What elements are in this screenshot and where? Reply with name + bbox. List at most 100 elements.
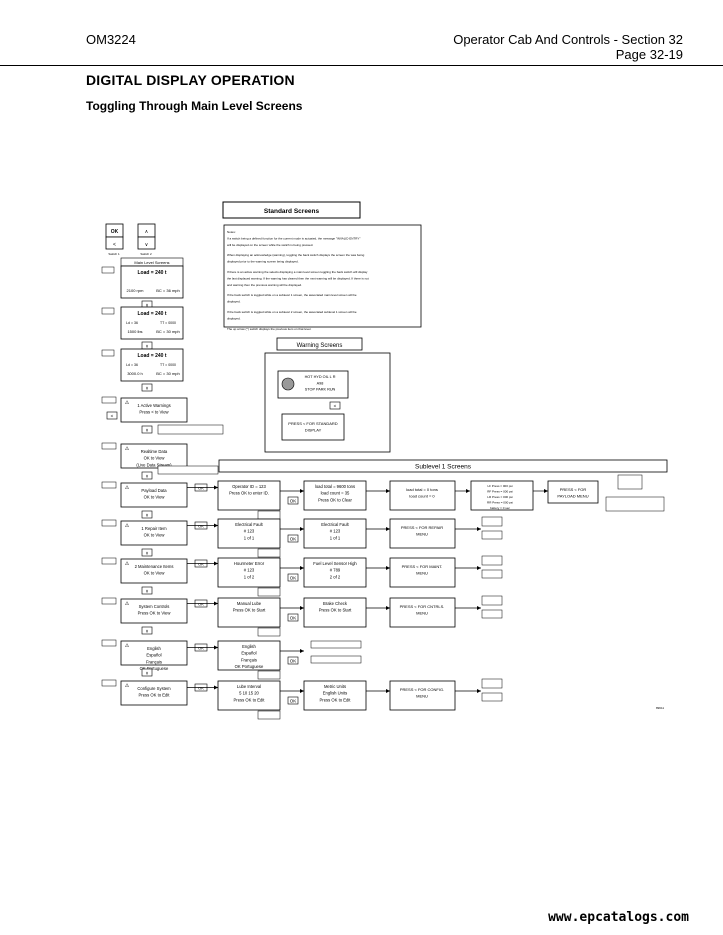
left-key-label: < [113, 242, 116, 248]
sub-a-ok-key-1-label: OK [290, 537, 297, 542]
main-warning-icon-0: ⚠ [125, 400, 130, 406]
main-screen-3 [120, 520, 188, 546]
warning-back-key-label: < [334, 404, 337, 409]
sub-a-screen-3-text-line-0: Manual Lube [237, 601, 262, 606]
main-screen-6-text-line-3: OK Portuguese [140, 666, 169, 671]
main-screen-1-text-line-2: (Live Data Stream) [136, 462, 172, 467]
main-down-key-3 [141, 548, 153, 557]
main-screen-6-text-line-0: English [147, 646, 161, 651]
sub-b-arrow-1-head [386, 527, 390, 531]
load-screen-1-tt: TT = 0000 [160, 321, 176, 325]
main-warning-icon-1: ⚠ [125, 446, 130, 452]
sublevel-label: Sublevel 1 Screens [415, 464, 472, 471]
sub-b-screen-3-text-line-1: Press OK to Start [319, 608, 352, 613]
main-to-sub-arrow-1-head [214, 523, 218, 528]
sub-b-arrow-0-head [386, 489, 390, 493]
main-down-key-2-label: ∨ [145, 513, 149, 518]
sub-b-screen-0 [303, 480, 367, 511]
sub-c-note-3 [481, 595, 503, 606]
load-screen-2-line1: Load = 240 t [137, 353, 166, 359]
sub-a-arrow-3-head [300, 606, 304, 610]
up-key-label: ∧ [145, 229, 149, 235]
sub-c-screen-2 [389, 557, 456, 588]
sub-c-note-b-1 [481, 530, 503, 540]
sub-a-arrow-0-head [300, 489, 304, 493]
main-screen-6-text-line-1: Español [146, 653, 161, 658]
note-line-11: displayed. [227, 316, 241, 320]
main-screen-0 [120, 397, 188, 423]
sub-a-ok-key-5-label: OK [290, 699, 297, 704]
sub-a-screen-2-text-line-2: 1 of 2 [244, 574, 255, 579]
warning-back-key [329, 401, 341, 410]
press-standard-box [281, 413, 345, 441]
figure-code: 89611 [656, 706, 664, 710]
load-screen-1 [120, 306, 184, 340]
sub-c-screen-2-text-line-0: PRESS < FOR MAINT. [402, 564, 443, 569]
sub-a-ok-key-4 [287, 656, 299, 665]
main-to-sub-arrow-2-head [214, 561, 218, 566]
sub-a-screen-3-text-line-1: Press OK to Start [233, 608, 266, 613]
warning-screens-label: Warning Screens [297, 343, 343, 349]
note-line-8: If the back switch is toggled while on a… [227, 293, 357, 297]
page-number: Page 32-19 [615, 47, 683, 62]
tire-line-line-3: RR Press = 000 psi [487, 501, 513, 505]
main-screen-0-text-line-0: 1 Active Warnings [137, 403, 170, 408]
sub-a-screen-1-text-line-2: 1 of 1 [244, 535, 255, 540]
main-ok-key-0-label: OK [198, 486, 204, 491]
main-ok-key-1-label: OK [198, 524, 204, 529]
main-to-sub-arrow-5-head [214, 685, 218, 690]
load-screen-1-value: 1500 lbs [127, 329, 142, 334]
sub-c-screen-3-text-line-1: MENU [416, 611, 428, 616]
language-note-1 [310, 640, 362, 649]
main-down-key-5-label: ∨ [145, 629, 149, 634]
sub-a-note-5 [257, 710, 281, 720]
load-screen-0-speed: BC = 36 mph [156, 288, 179, 293]
sub-b-screen-0-text-line-2: Press OK to Clear [318, 497, 352, 502]
warning-lamp-icon [281, 377, 295, 391]
sub-c-screen-0-text-line-1: load count = 0 [409, 494, 435, 499]
sub-a-ok-key-3-label: OK [290, 616, 297, 621]
main-screen-1 [120, 443, 188, 469]
payload-arrow-1-head [466, 489, 470, 493]
main-switch-tag-6 [101, 639, 117, 647]
press-payload-text-line-0: PRESS < FOR [560, 487, 587, 492]
sub-c-screen-1-text-line-1: MENU [416, 532, 428, 537]
sub-c-note-4 [481, 678, 503, 689]
active-warning-back-key-label: < [111, 414, 114, 419]
ok-key-label: OK [111, 229, 119, 235]
section-title: Operator Cab And Controls - Section 32 [453, 32, 683, 47]
sub-a-screen-0-text-line-0: Operator ID = 123 [232, 484, 266, 489]
sub-a-screen-0-text-line-1: Press OK to enter ID. [229, 491, 269, 496]
main-warning-icon-4: ⚠ [125, 561, 130, 567]
main-down-key-3-label: ∨ [145, 551, 149, 556]
sub-b-screen-3 [303, 597, 367, 628]
main-screen-6-text-line-2: Français [146, 659, 162, 664]
sub-c-arrow-3-head [477, 606, 481, 610]
sub-a-ok-key-4-label: OK [290, 659, 297, 664]
main-ok-key-2-label: OK [198, 562, 204, 567]
sub-c-note-b-3 [481, 609, 503, 619]
standard-screens-box [222, 201, 361, 219]
main-switch-tag-7 [101, 679, 117, 687]
main-screen-7-text-line-0: Configure System [137, 686, 171, 691]
down-key-label: ∨ [145, 242, 149, 248]
note-line-2: will be displayed on the screen while th… [227, 243, 313, 247]
sub-a-note-4 [257, 670, 281, 680]
down-arrow-key-2-label: ∨ [145, 386, 149, 391]
sub-a-screen-2 [217, 557, 281, 588]
active-warning-back-key [106, 411, 118, 420]
sub-b-screen-2-text-line-0: Fuel Level Sensor High [313, 561, 357, 566]
switch-tag-2 [101, 349, 115, 357]
sub-c-screen-1 [389, 518, 456, 549]
sub-b-screen-2 [303, 557, 367, 588]
note-line-6: the last displayed warning. If the warni… [227, 276, 369, 280]
main-ok-key-4-label: OK [198, 646, 204, 651]
main-down-key-4 [141, 586, 153, 595]
warning-screens-label-box [276, 337, 363, 351]
sub-a-screen-0 [217, 480, 281, 511]
note-line-0: Notes: [227, 230, 236, 234]
main-down-key-2 [141, 510, 153, 519]
press-payload-text-line-1: PAYLOAD MENU [557, 494, 588, 499]
main-screen-7-text-line-1: Press OK to Edit [139, 693, 171, 698]
main-down-key-5 [141, 626, 153, 635]
